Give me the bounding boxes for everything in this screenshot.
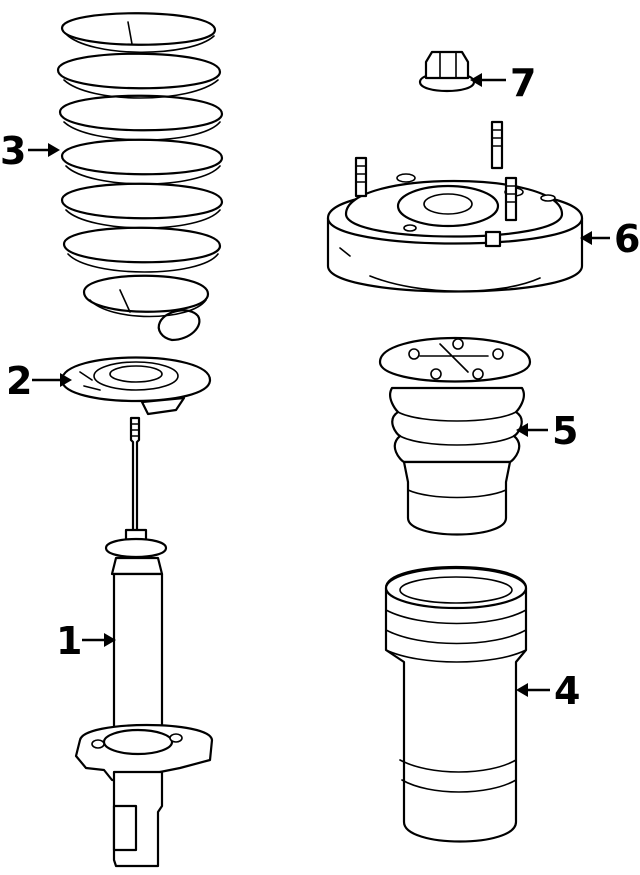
leader-7 — [470, 73, 506, 87]
strut-nut[interactable] — [418, 50, 476, 92]
callout-2: 2 — [6, 359, 32, 403]
dust-boot[interactable] — [384, 565, 528, 843]
leader-1 — [82, 633, 116, 647]
leader-6 — [580, 231, 610, 245]
strut-mount[interactable] — [326, 120, 584, 293]
leader-2 — [32, 373, 72, 387]
callout-7: 7 — [510, 61, 536, 105]
callout-6: 6 — [614, 217, 640, 261]
coil-spring[interactable] — [56, 12, 224, 342]
strut-shock-absorber[interactable] — [74, 416, 214, 868]
callout-4: 4 — [554, 669, 580, 713]
callout-3: 3 — [0, 129, 26, 173]
callout-5: 5 — [552, 409, 578, 453]
bump-stop[interactable] — [378, 337, 532, 536]
leader-3 — [28, 143, 60, 157]
callout-1: 1 — [56, 619, 82, 663]
leader-4 — [516, 683, 550, 697]
spring-seat[interactable] — [60, 356, 212, 416]
leader-5 — [516, 423, 548, 437]
